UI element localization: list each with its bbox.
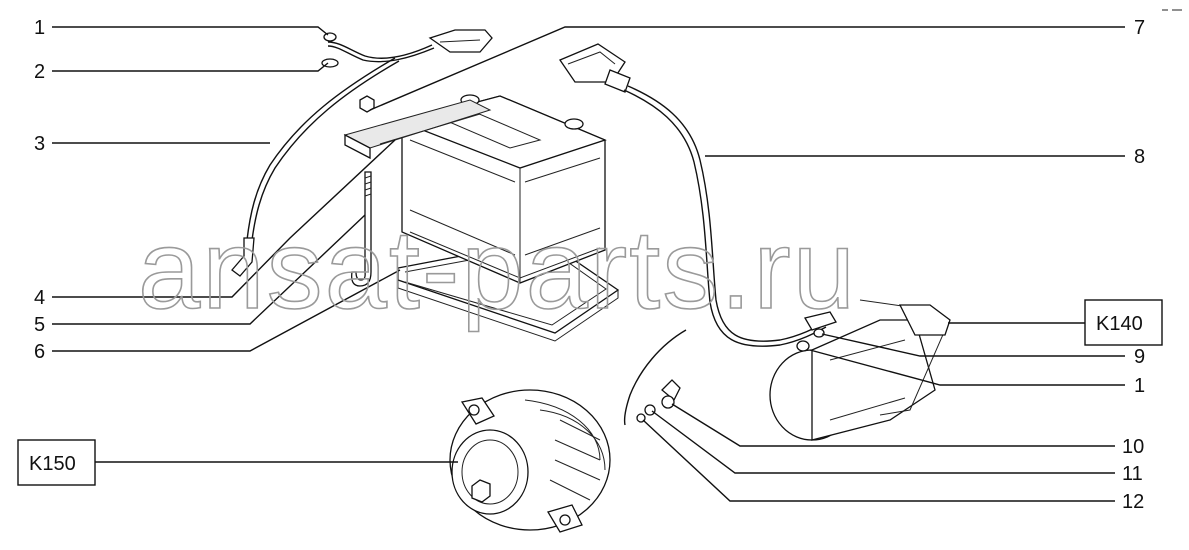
callout-1: 1 [34, 17, 45, 39]
starter-motor [769, 299, 951, 441]
callout-12: 12 [1122, 491, 1144, 513]
callout-2: 2 [34, 61, 45, 83]
callout-7: 7 [1134, 17, 1145, 39]
callout-1-right: 1 [1134, 375, 1145, 397]
box-alternator-ref: K150 [17, 439, 96, 486]
box-starter-label: K140 [1096, 313, 1143, 335]
callout-5: 5 [34, 314, 45, 336]
battery-ground-cable [231, 29, 493, 277]
starter-cable [559, 43, 837, 426]
battery [399, 94, 607, 284]
battery-bracket [343, 95, 492, 160]
alternator [449, 389, 611, 533]
callout-4: 4 [34, 287, 45, 309]
callout-9: 9 [1134, 346, 1145, 368]
callout-10: 10 [1122, 436, 1144, 458]
box-alternator-label: K150 [29, 453, 76, 475]
callout-11: 11 [1122, 463, 1143, 485]
box-starter-ref: K140 [1084, 299, 1163, 346]
leader-lines [52, 26, 1125, 502]
callout-3: 3 [34, 133, 45, 155]
j-bolt [351, 171, 372, 287]
watermark-text: ansat-parts.ru [138, 207, 857, 332]
callout-8: 8 [1134, 146, 1145, 168]
callout-6: 6 [34, 341, 45, 363]
